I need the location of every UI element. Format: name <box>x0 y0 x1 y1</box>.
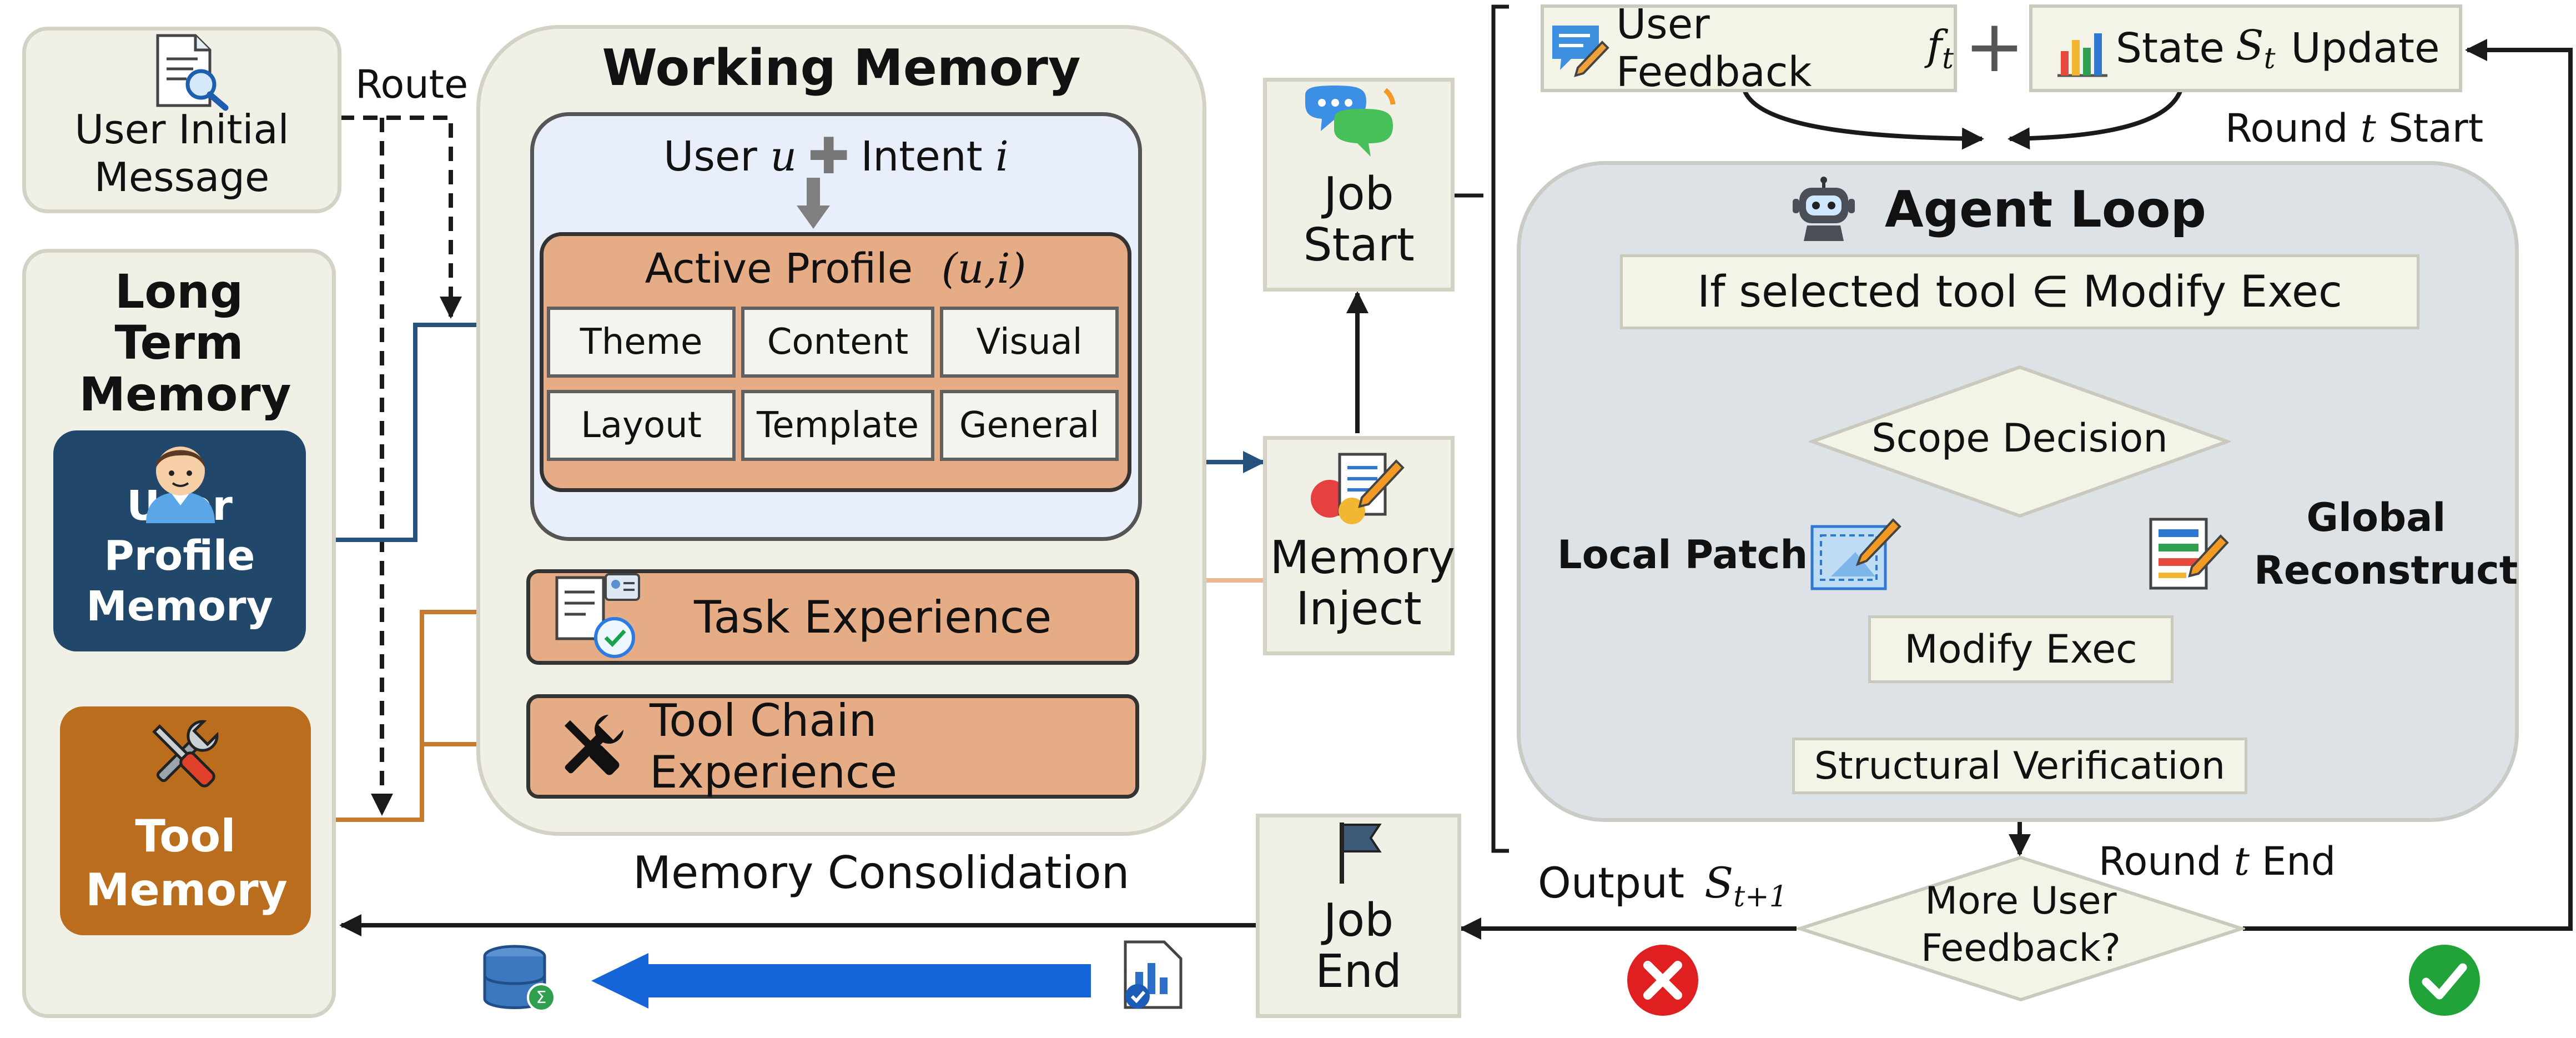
database-icon: Σ <box>483 945 556 1012</box>
user-feedback-label: User Feedback <box>1616 1 1812 96</box>
update-label: Update <box>2291 24 2440 72</box>
round-start-symbol: t <box>2360 106 2376 151</box>
tool-memory-label: Tool Memory <box>85 810 288 916</box>
plus-icon: ✚ <box>808 127 850 185</box>
round-start-label: Round t Start <box>2225 106 2483 151</box>
structural-verification-box: Structural Verification <box>1792 738 2247 794</box>
chat-bubbles-icon <box>1305 86 1396 157</box>
profile-cell-content: Content <box>741 307 934 378</box>
intent-symbol: i <box>995 132 1009 180</box>
if-selected-tool-box: If selected tool ∈ Modify Exec <box>1620 254 2419 329</box>
output-symbol: S <box>1704 858 1734 907</box>
state-symbol: S <box>2235 21 2264 69</box>
plus-sign: + <box>1964 4 2025 88</box>
task-experience-label: Task Experience <box>694 591 1052 643</box>
flag-icon <box>1340 823 1382 884</box>
svg-text:Σ: Σ <box>536 988 547 1007</box>
scope-decision-diamond <box>1809 365 2231 518</box>
task-document-icon <box>555 573 640 658</box>
output-label: Output St+1 <box>1538 858 1788 914</box>
round-end-symbol: t <box>2233 839 2250 884</box>
scope-decision-label: Scope Decision <box>1871 415 2168 461</box>
user-symbol: u <box>770 132 797 180</box>
profile-cell-visual: Visual <box>940 307 1119 378</box>
round-start-suffix: Start <box>2388 106 2484 151</box>
memory-inject-label: Memory Inject <box>1270 531 1456 636</box>
user-profile-to-active-profile-arrow <box>305 314 530 542</box>
user-label: User <box>663 132 757 180</box>
user-avatar-icon <box>146 447 215 523</box>
cross-icon <box>1627 945 1698 1016</box>
report-check-icon <box>1124 940 1183 1009</box>
state-label: State <box>2116 24 2225 72</box>
intent-label: Intent <box>861 132 983 180</box>
memory-consolidation-label: Memory Consolidation <box>633 847 1130 899</box>
round-start-prefix: Round <box>2225 106 2348 151</box>
wrench-screwdriver-icon <box>152 720 219 788</box>
job-start-label: Job Start <box>1303 168 1415 272</box>
tools-icon <box>564 715 623 775</box>
user-initial-message-label: User Initial Message <box>74 106 289 200</box>
robot-icon <box>1793 177 1855 241</box>
round-end-label: Round t End <box>2099 839 2336 884</box>
edit-document-icon <box>1311 453 1405 524</box>
more-feedback-label: More User Feedback? <box>1921 879 2121 970</box>
active-profile-label: Active Profile <box>645 245 913 293</box>
state-subscript: t <box>2263 42 2276 76</box>
job-end-label: Job End <box>1315 894 1402 999</box>
active-profile-symbol: (u,i) <box>941 245 1027 293</box>
tool-memory-box: Tool Memory <box>60 706 311 935</box>
tool-chain-experience-label: Tool Chain Experience <box>650 695 898 798</box>
yes-feedback-loop-arrow <box>2243 39 2573 931</box>
document-search-icon <box>156 34 229 111</box>
global-reconstruct-icon <box>2149 518 2229 590</box>
round-end-prefix: Round <box>2099 839 2222 884</box>
route-label: Route <box>355 62 469 107</box>
tool-chain-experience-box: Tool Chain Experience <box>526 694 1139 799</box>
working-memory-title: Working Memory <box>602 39 1081 97</box>
profile-cell-general: General <box>940 390 1119 461</box>
route-arrow-to-working-memory <box>340 116 462 319</box>
local-patch-label: Local Patch <box>1557 532 1808 578</box>
output-subscript: t+1 <box>1733 880 1788 914</box>
feedback-icon <box>1552 26 1609 77</box>
round-bracket <box>1491 4 1509 853</box>
profile-cell-theme: Theme <box>547 307 736 378</box>
modify-exec-box: Modify Exec <box>1868 615 2174 683</box>
bar-chart-icon <box>2057 33 2107 77</box>
down-arrow-icon <box>797 178 830 229</box>
user-feedback-box[interactable]: User Feedback ft <box>1541 1 1957 96</box>
output-text: Output <box>1538 858 1684 907</box>
consolidation-arrow <box>591 953 1091 1009</box>
local-patch-icon <box>1810 518 1901 590</box>
long-term-memory-title: Long Term Memory <box>79 264 291 422</box>
more-feedback-diamond <box>1797 855 2245 1002</box>
profile-cell-template: Template <box>741 390 934 461</box>
job-start-box[interactable]: Job Start <box>1263 78 1455 292</box>
agent-loop-title: Agent Loop <box>1885 180 2206 239</box>
user-intent-row: User u ✚ Intent i <box>534 127 1138 185</box>
user-feedback-subscript: t <box>1942 42 1954 76</box>
check-icon <box>2409 945 2480 1016</box>
user-feedback-symbol: f <box>1926 21 1943 69</box>
global-reconstruct-label: Global Reconstruct <box>2254 495 2518 593</box>
profile-cell-layout: Layout <box>547 390 736 461</box>
round-end-suffix: End <box>2262 839 2336 884</box>
